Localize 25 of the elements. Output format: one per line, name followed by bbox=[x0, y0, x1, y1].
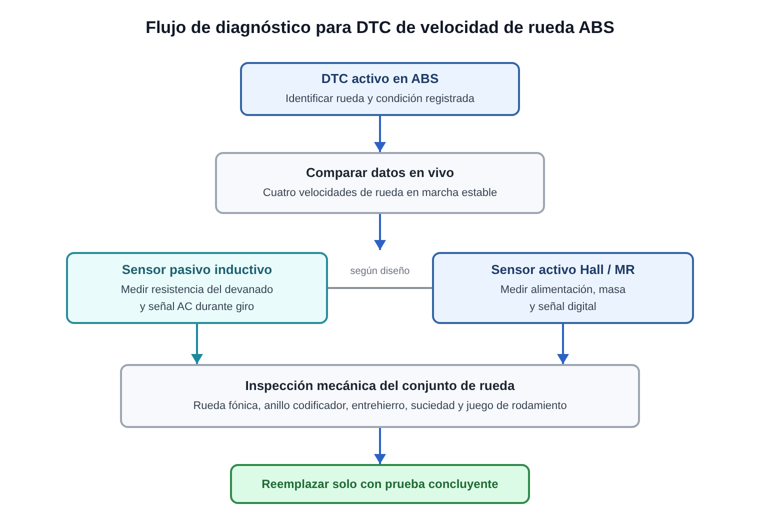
edge-label: según diseño bbox=[348, 265, 412, 278]
node-title: Reemplazar solo con prueba concluyente bbox=[262, 476, 498, 492]
process-box bbox=[66, 252, 328, 324]
diagram-title: Flujo de diagnóstico para DTC de velocidad de rueda ABS bbox=[146, 17, 614, 39]
node-title: Inspección mecánica del conjunto de rueda bbox=[245, 377, 515, 394]
arrow bbox=[374, 214, 386, 250]
node-title: Sensor pasivo inductivo bbox=[122, 260, 272, 278]
node-text: Medir resistencia del devanado y señal AC durante giro bbox=[120, 282, 274, 314]
arrow bbox=[191, 324, 203, 364]
node-title: Sensor activo Hall / MR bbox=[491, 260, 635, 278]
process-box bbox=[215, 152, 545, 214]
connector-line bbox=[328, 287, 432, 289]
arrow bbox=[374, 428, 386, 464]
process-box bbox=[432, 252, 694, 324]
process-box bbox=[240, 62, 520, 116]
arrow bbox=[557, 324, 569, 364]
result-box bbox=[230, 464, 530, 504]
process-box bbox=[120, 364, 640, 428]
node-text: Identificar rueda y condición registrada bbox=[286, 92, 474, 107]
node-title: DTC activo en ABS bbox=[321, 70, 439, 87]
node-text: Rueda fónica, anillo codificador, entrehierro, suciedad y juego de rodamiento bbox=[193, 399, 567, 414]
node-title: Comparar datos en vivo bbox=[306, 164, 454, 181]
node-text: Cuatro velocidades de rueda en marcha estable bbox=[262, 186, 498, 201]
arrow bbox=[374, 116, 386, 152]
node-text: Medir alimentación, masa y señal digital bbox=[499, 282, 627, 314]
